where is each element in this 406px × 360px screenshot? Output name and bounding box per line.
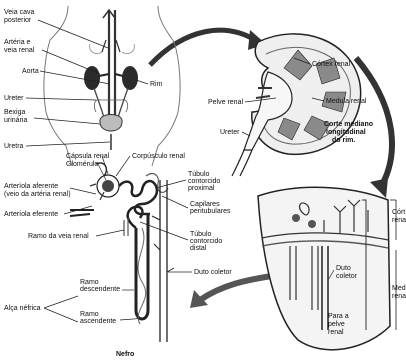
label-aorta: Aorta: [22, 68, 39, 75]
bladder: [100, 115, 122, 132]
section-ureter: [232, 150, 252, 176]
label-nephron-title: Nefro: [116, 351, 134, 358]
label-renal-corpuscle: Corpúsculo renal: [132, 153, 185, 160]
glomerulus: [102, 180, 114, 192]
detail-wedge: [258, 187, 396, 350]
label-collecting-duct: Duto coletor: [194, 269, 232, 276]
label-kidney: Rim: [150, 81, 163, 88]
collecting-duct: [160, 180, 167, 342]
label-loop-of-henle: Alça néfrica: [4, 305, 41, 312]
label-section-ureter: Ureter: [220, 129, 240, 136]
label-medulla: Medula renal: [326, 98, 367, 105]
urinary-organs: [84, 10, 138, 150]
label-afferent-arteriole: Arteríola aferente(veio da artéria renal…: [4, 183, 71, 198]
label-wedge-medulla: Medurena: [392, 285, 406, 300]
proximal-tubule: [119, 181, 157, 214]
aorta-vena-cava: [109, 10, 115, 130]
label-pelvis: Pelve renal: [208, 99, 243, 106]
label-cortex: Córtex renal: [312, 61, 351, 68]
wedge-glomerulus: [292, 214, 300, 222]
vasa-recta: [138, 228, 146, 324]
label-efferent-arteriole: Arteríola eferente: [4, 211, 58, 218]
label-ureter: Ureter: [4, 95, 24, 102]
label-urethra: Uretra: [4, 143, 24, 150]
ureters: [94, 88, 128, 118]
right-kidney: [122, 66, 138, 90]
left-kidney: [84, 66, 100, 90]
label-renal-vein-branch: Ramo da veia renal: [28, 233, 89, 240]
label-glomerulus: Glomérulo: [66, 161, 98, 168]
